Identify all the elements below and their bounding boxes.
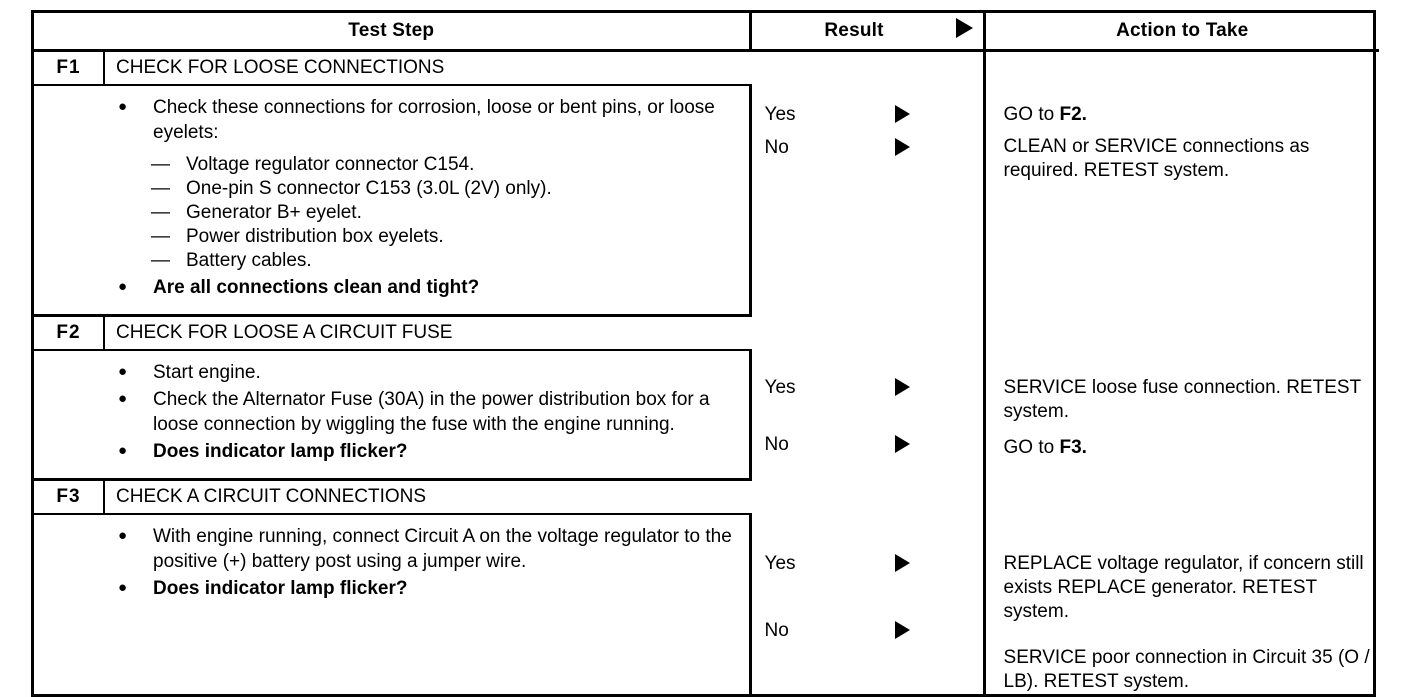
step-code-f3: F3: [34, 478, 105, 515]
list-item: Check the Alternator Fuse (30A) in the p…: [34, 386, 741, 437]
result-row-yes-f1: Yes: [752, 103, 983, 128]
action-text-no-f1: CLEAN or SERVICE connections as required…: [1003, 136, 1310, 181]
action-spacer-f3: [984, 480, 1379, 515]
header-result-label: Result: [824, 20, 884, 41]
action-text-no-f3: SERVICE poor connection in Circuit 35 (O…: [1003, 647, 1370, 692]
result-spacer-f2: [750, 315, 986, 350]
list-item: Voltage regulator connector C154.: [34, 153, 741, 177]
list-item: Battery cables.: [34, 249, 741, 273]
step-question-f1: Are all connections clean and tight?: [34, 274, 741, 300]
list-item: Generator B+ eyelet.: [34, 201, 741, 225]
result-label: No: [764, 434, 789, 455]
action-spacer-f2: [984, 316, 1379, 351]
step-question-list-f1: Are all connections clean and tight?: [34, 274, 741, 300]
action-text-no-f2: GO to F3.: [986, 436, 1380, 460]
result-row-no-f3: No: [752, 619, 983, 644]
step-code-f1: F1: [34, 50, 105, 86]
result-row-no-f1: No: [752, 136, 983, 161]
step-dash-list-f1: Voltage regulator connector C154. One-pi…: [34, 153, 741, 273]
list-item: Check these connections for corrosion, l…: [34, 94, 741, 145]
step-title-f3: CHECK A CIRCUIT CONNECTIONS: [104, 478, 751, 515]
action-text-lead: GO to: [1003, 437, 1060, 458]
action-cell-f1: GO to F2. CLEAN or SERVICE connections a…: [984, 85, 1379, 316]
step-title-row-f3: F3 CHECK A CIRCUIT CONNECTIONS: [34, 478, 1379, 515]
action-text-lead: GO to: [1003, 104, 1060, 125]
result-cell-f1: Yes No: [750, 85, 986, 316]
step-code-f2: F2: [34, 314, 105, 351]
step-title-row-f2: F2 CHECK FOR LOOSE A CIRCUIT FUSE: [34, 314, 1379, 351]
header-action-to-take: Action to Take: [984, 13, 1380, 52]
header-test-step: Test Step: [34, 13, 752, 52]
action-text-yes-f1: GO to F2.: [986, 103, 1380, 127]
right-triangle-icon: [894, 376, 922, 401]
action-text-emphasis: F3.: [1059, 437, 1087, 458]
step-body-f1: Check these connections for corrosion, l…: [34, 85, 752, 316]
step-body-f3: With engine running, connect Circuit A o…: [34, 514, 752, 694]
result-cell-f2: Yes No: [750, 350, 986, 480]
action-spacer-f1: [984, 51, 1379, 86]
action-cell-f2: SERVICE loose fuse connection. RETEST sy…: [984, 350, 1379, 480]
result-row-yes-f3: Yes: [752, 552, 983, 577]
result-row-yes-f2: Yes: [752, 376, 983, 401]
result-label: No: [764, 137, 789, 158]
step-bullet-list-f2: Start engine. Check the Alternator Fuse …: [34, 359, 741, 464]
step-body-f2: Start engine. Check the Alternator Fuse …: [34, 350, 752, 480]
header-result: Result: [750, 13, 986, 52]
right-triangle-icon: [894, 433, 922, 458]
step-title-row-f1: F1 CHECK FOR LOOSE CONNECTIONS: [34, 50, 1379, 86]
step-title-f2: CHECK FOR LOOSE A CIRCUIT FUSE: [104, 314, 751, 351]
result-label: Yes: [764, 553, 796, 574]
result-spacer-f1: [750, 50, 986, 85]
result-row-no-f2: No: [752, 433, 983, 458]
right-triangle-icon: [894, 619, 922, 644]
step-bullet-list-f3: With engine running, connect Circuit A o…: [34, 523, 741, 601]
table-header-row: Test Step Result Action to Take: [34, 13, 1380, 52]
step-question-f3: Does indicator lamp flicker?: [34, 575, 741, 601]
list-item: One-pin S connector C153 (3.0L (2V) only…: [34, 177, 741, 201]
step-bullet-list-f1: Check these connections for corrosion, l…: [34, 94, 741, 145]
step-body-row-f1: Check these connections for corrosion, l…: [34, 85, 1379, 316]
result-label: No: [764, 620, 789, 641]
list-item: With engine running, connect Circuit A o…: [34, 523, 741, 574]
result-cell-f3: Yes No: [750, 514, 986, 694]
right-triangle-icon: [894, 136, 922, 161]
result-label: Yes: [764, 377, 796, 398]
result-spacer-f3: [750, 479, 986, 514]
right-triangle-icon: [955, 18, 973, 44]
action-text-yes-f2: SERVICE loose fuse connection. RETEST sy…: [1003, 377, 1361, 422]
right-triangle-icon: [894, 552, 922, 577]
right-triangle-icon: [894, 103, 922, 128]
pinpoint-test-table: Test Step Result Action to Take F1 CHECK…: [31, 10, 1380, 697]
action-text-yes-f3: REPLACE voltage regulator, if concern st…: [1003, 553, 1364, 622]
list-item: Start engine.: [34, 359, 741, 385]
step-body-row-f3: With engine running, connect Circuit A o…: [34, 514, 1379, 694]
action-text-emphasis: F2.: [1059, 104, 1087, 125]
action-cell-f3: REPLACE voltage regulator, if concern st…: [984, 514, 1379, 694]
result-label: Yes: [764, 104, 796, 125]
step-question-f2: Does indicator lamp flicker?: [34, 438, 741, 464]
step-body-row-f2: Start engine. Check the Alternator Fuse …: [34, 350, 1379, 480]
step-title-f1: CHECK FOR LOOSE CONNECTIONS: [104, 50, 751, 86]
list-item: Power distribution box eyelets.: [34, 225, 741, 249]
